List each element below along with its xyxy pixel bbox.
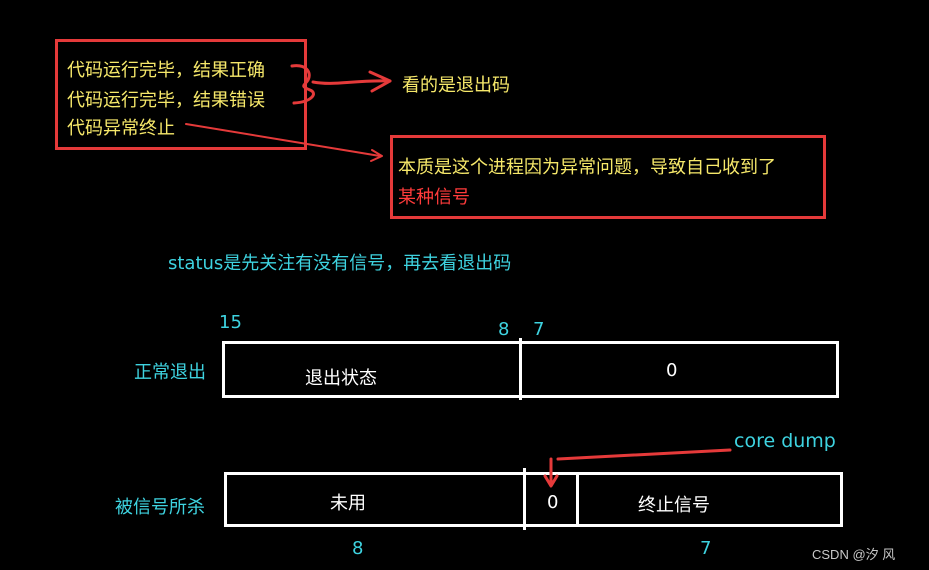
bit-8-label-bottom: 8 — [352, 538, 364, 559]
killed-bitfield — [224, 472, 843, 527]
killed-label: 被信号所杀 — [115, 497, 205, 518]
normal-exit-divider — [519, 338, 522, 400]
arrow-to-exit-code-head — [368, 70, 392, 93]
killed-divider-left — [523, 468, 526, 530]
bit-7-label-bottom: 7 — [700, 538, 712, 559]
arrow-to-signal-note — [185, 123, 381, 157]
killed-unused-cell: 未用 — [330, 493, 366, 514]
bit-7-label-top: 7 — [533, 319, 545, 340]
bit-8-label-top: 8 — [498, 319, 510, 340]
exit-code-note: 看的是退出码 — [402, 75, 510, 96]
arrow-to-signal-note-head — [370, 149, 383, 162]
killed-core-dump-bit: 0 — [547, 492, 559, 513]
normal-exit-status-cell: 退出状态 — [305, 368, 377, 389]
outcome-box — [55, 39, 307, 150]
outcome-line-wrong: 代码运行完毕，结果错误 — [67, 90, 265, 111]
normal-exit-label: 正常退出 — [134, 362, 206, 383]
core-dump-label: core dump — [734, 430, 836, 452]
killed-signal-cell: 终止信号 — [638, 495, 710, 516]
status-note: status是先关注有没有信号，再去看退出码 — [168, 253, 512, 274]
brace-shape — [290, 64, 315, 105]
normal-exit-bitfield — [222, 341, 839, 398]
signal-note-line1: 本质是这个进程因为异常问题，导致自己收到了 — [398, 157, 776, 178]
arrow-to-core-dump-bit — [556, 448, 732, 461]
signal-note-box — [390, 135, 826, 219]
outcome-line-abnormal: 代码异常终止 — [67, 118, 175, 139]
signal-note-line2: 某种信号 — [398, 187, 470, 208]
arrow-to-core-dump-bit-head — [543, 474, 559, 488]
normal-exit-zero-cell: 0 — [666, 360, 678, 381]
arrow-to-exit-code — [311, 79, 392, 85]
watermark: CSDN @汐 风 — [812, 547, 896, 562]
killed-divider-right — [576, 472, 579, 527]
outcome-line-correct: 代码运行完毕，结果正确 — [67, 60, 265, 81]
bit-15-label: 15 — [219, 312, 242, 333]
